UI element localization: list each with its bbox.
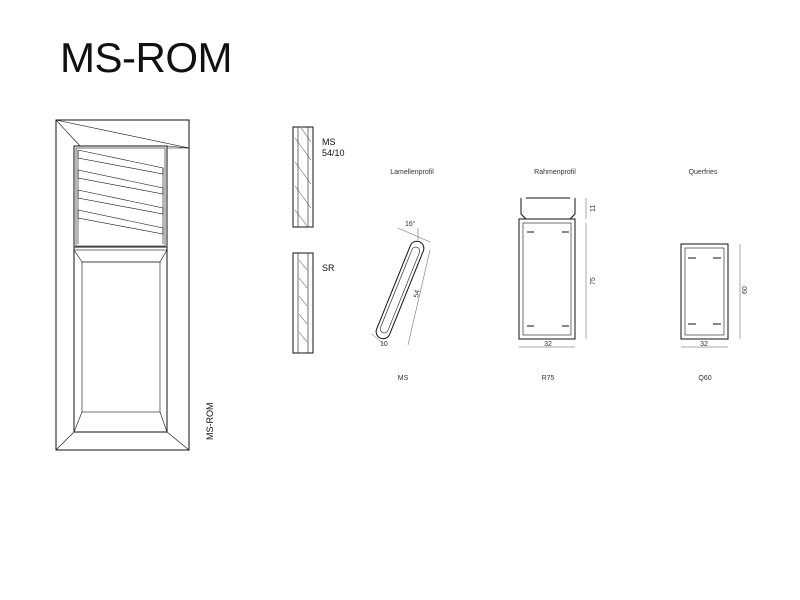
quer-height: 60	[742, 286, 749, 294]
lamellen-angle: 16°	[405, 220, 416, 228]
rahmen-height: 75	[590, 277, 597, 285]
lamellen-thickness: 10	[380, 341, 388, 348]
door-label: MS-ROM	[205, 403, 215, 441]
quer-width: 32	[700, 341, 708, 348]
door-elevation	[55, 119, 190, 451]
lamellen-name: MS	[398, 375, 409, 382]
rahmen-heading: Rahmenprofil	[534, 169, 576, 176]
door-inner-frame	[73, 145, 168, 433]
lamellen-heading: Lamellenprofil	[390, 169, 434, 176]
quer-heading: Querfries	[689, 169, 718, 176]
section-ms-size: 54/10	[322, 148, 345, 158]
lamellen-length: 54	[413, 289, 421, 298]
door-panel	[73, 249, 168, 433]
section-ms-name: MS	[322, 137, 336, 147]
section-sr-name: SR	[322, 263, 335, 273]
door-louvers	[75, 147, 166, 247]
rahmen-top: 11	[590, 205, 597, 212]
lamellen-profile	[371, 227, 431, 347]
quer-name: Q60	[698, 375, 711, 382]
rahmen-profile	[518, 197, 587, 348]
rahmen-width: 32	[544, 341, 552, 348]
rahmen-name: R75	[542, 375, 555, 382]
page-title: MS-ROM	[60, 34, 232, 81]
section-sr	[292, 252, 314, 354]
section-ms	[292, 126, 314, 228]
quer-profile	[680, 243, 741, 348]
